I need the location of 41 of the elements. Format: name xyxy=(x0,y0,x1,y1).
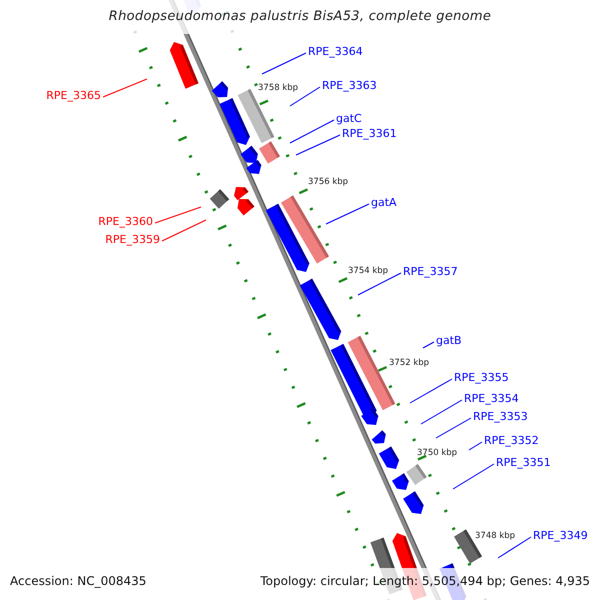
leader-line xyxy=(358,272,402,296)
tick-label: 3754 kbp xyxy=(348,266,388,277)
leader-line xyxy=(102,78,148,98)
leader-line xyxy=(290,120,334,144)
accession-text: Accession: NC_008435 xyxy=(10,574,146,589)
leader-line xyxy=(410,378,452,404)
tick-label: 3748 kbp xyxy=(475,531,516,542)
leader-line xyxy=(422,342,434,348)
leader-line xyxy=(154,206,202,224)
tick-label: 3752 kbp xyxy=(389,358,430,369)
gene-label: RPE_3365 xyxy=(46,89,101,103)
leader-line xyxy=(162,220,206,242)
map-title: Rhodopseudomonas palustris BisA53, complete genome xyxy=(108,9,492,24)
gene-label: RPE_3355 xyxy=(454,371,509,385)
leader-line xyxy=(296,134,340,156)
leader-line xyxy=(420,400,462,424)
gene-label: gatC xyxy=(336,112,362,126)
tick-label: 3756 kbp xyxy=(308,177,348,188)
gene-label: RPE_3354 xyxy=(464,392,519,406)
leader-line xyxy=(498,536,532,558)
leader-line xyxy=(290,86,320,106)
gene-label: RPE_3357 xyxy=(403,265,458,279)
gene-label: RPE_3363 xyxy=(322,79,377,93)
gene-label: RPE_3352 xyxy=(484,434,539,448)
leader-line xyxy=(452,464,494,490)
leader-line xyxy=(468,442,482,450)
gene-label: RPE_3359 xyxy=(105,233,160,247)
tick-label: 3750 kbp xyxy=(417,448,458,459)
gene-label: RPE_3364 xyxy=(308,45,363,59)
gene-label: RPE_3360 xyxy=(98,215,153,229)
gene-label: RPE_3361 xyxy=(342,127,397,141)
gene-label: RPE_3351 xyxy=(496,456,551,470)
gene-label: RPE_3353 xyxy=(473,410,528,424)
gene-label: gatA xyxy=(371,196,397,210)
genome-stats-text: Topology: circular; Length: 5,505,494 bp; Genes: 4,935 xyxy=(260,574,590,589)
gene-label: RPE_3349 xyxy=(533,529,588,543)
leader-line xyxy=(326,204,370,224)
tick-label: 3758 kbp xyxy=(258,83,298,94)
leader-line xyxy=(262,52,306,74)
leader-line xyxy=(436,418,472,438)
gene-label: gatB xyxy=(436,334,462,348)
